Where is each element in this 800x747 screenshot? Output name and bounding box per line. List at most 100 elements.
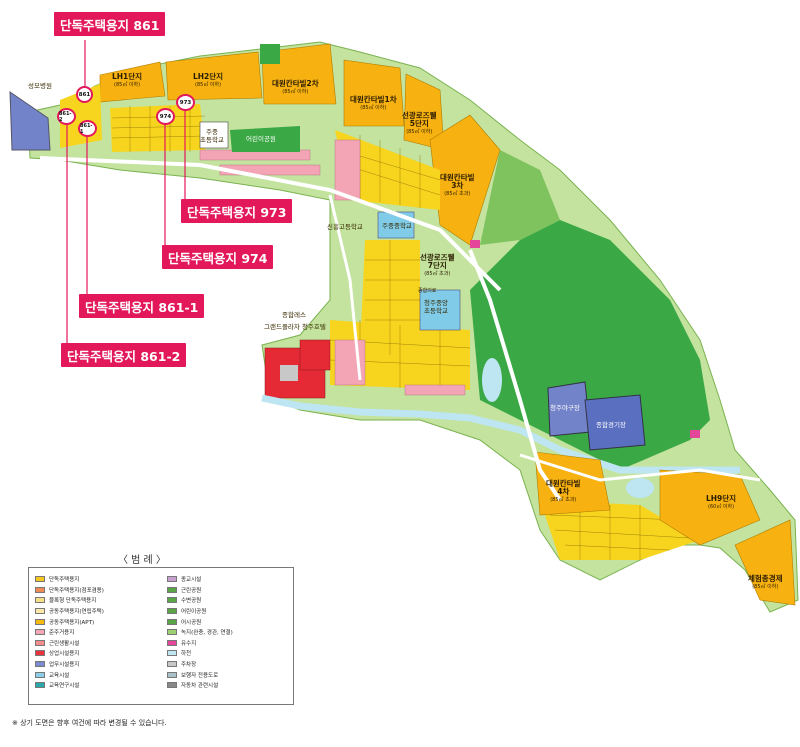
legend-label: 단독주택용지 (49, 577, 80, 584)
legend-item: 준주거용지 (35, 627, 104, 638)
apt-lh2 (165, 51, 263, 101)
label-highschool: 신흥고등학교 (327, 223, 363, 231)
legend-swatch (35, 586, 45, 593)
roads (39, 156, 761, 502)
pin-861-2[interactable]: 861-2 (57, 108, 76, 125)
store-housing (199, 139, 571, 501)
legend-label: 공동주택용지(APT) (49, 619, 95, 626)
legend-swatch (35, 618, 45, 625)
legend-label: 업무시설용지 (49, 662, 80, 669)
label-hotel-2: 그랜드플라자 청주호텔 (264, 323, 326, 331)
callout-lot-974[interactable]: 단독주택용지 974 (162, 245, 274, 269)
legend-label: 종교시설 (181, 577, 202, 584)
legend-item: 자동차 관련시설 (167, 680, 233, 691)
legend-swatch (35, 682, 45, 689)
school-elem-1 (199, 121, 229, 149)
legend-swatch (35, 639, 45, 646)
legend-item: 단독주택용지(점포겸용) (35, 585, 104, 596)
legend-item: 보행자 전용도로 (167, 669, 233, 680)
legend-swatch (35, 629, 45, 636)
central-park (470, 220, 710, 470)
pin-leaders (66, 40, 186, 346)
legend-item: 블록형 단독주택용지 (35, 595, 104, 606)
legend-swatch (167, 597, 177, 604)
detention-2 (690, 430, 700, 438)
legend-item: 수변공원 (167, 595, 233, 606)
legend-item: 공동주택용지(APT) (35, 616, 104, 627)
children-park (230, 126, 300, 152)
school-elem-2 (419, 289, 461, 331)
north-small-park (260, 44, 280, 64)
pin-861-1[interactable]: 861-1 (78, 120, 97, 137)
legend-label: 어시공원 (181, 619, 202, 626)
legend-item: 교육연구시설 (35, 680, 104, 691)
legend-item: 단독주택용지 (35, 574, 104, 585)
legend-item: 유수지 (167, 638, 233, 649)
legend-item: 공동주택용지(연립주택) (35, 606, 104, 617)
legend-label: 자동차 관련시설 (181, 683, 219, 690)
legend-swatch (167, 661, 177, 668)
legend-label: 상업시설용지 (49, 651, 80, 658)
legend-swatch (167, 671, 177, 678)
label-lh1: LH1단지(85㎡ 이하) (112, 72, 143, 89)
pin-974[interactable]: 974 (156, 108, 175, 125)
legend-label: 근린생활시설 (49, 640, 80, 647)
callout-lot-861[interactable]: 단독주택용지 861 (54, 12, 166, 36)
legend-label: 녹지(완충, 경관, 연결) (181, 630, 233, 637)
label-daewon2: 대원칸타빌2차(85㎡ 이하) (272, 79, 319, 96)
legend-label: 주차장 (181, 662, 197, 669)
label-complex: 종합의료 (418, 288, 437, 294)
legend-item: 어시공원 (167, 616, 233, 627)
legend-swatch (167, 639, 177, 646)
legend-swatch (35, 576, 45, 583)
legend-item: 주차장 (167, 659, 233, 670)
pin-861[interactable]: 861 (76, 86, 93, 103)
callout-lot-973[interactable]: 단독주택용지 973 (181, 199, 293, 223)
pond-1 (482, 358, 502, 402)
label-stadium-main: 종합경기장 (596, 421, 626, 429)
legend-swatch (167, 650, 177, 657)
legend-label: 보행자 전용도로 (181, 672, 219, 679)
callout-lot-861-1[interactable]: 단독주택용지 861-1 (79, 294, 205, 318)
single-housing-n (110, 104, 205, 152)
legend-label: 수변공원 (181, 598, 202, 605)
legend-item: 상업시설용지 (35, 648, 104, 659)
legend-label: 어린이공원 (181, 609, 207, 616)
legend-swatch (35, 597, 45, 604)
stadium-main (584, 394, 646, 451)
legend-swatch (167, 586, 177, 593)
label-hotel-1: 종합레스 (282, 311, 306, 319)
legend-label: 단독주택용지(점포겸용) (49, 587, 104, 594)
legend-label: 교육연구시설 (49, 683, 80, 690)
legend-item: 교육시설 (35, 669, 104, 680)
legend-swatch (35, 650, 45, 657)
label-daewon1: 대원칸타빌1차(85㎡ 이하) (350, 95, 397, 112)
legend-swatch (35, 671, 45, 678)
legend-item: 근린공원 (167, 585, 233, 596)
callout-lot-861-2[interactable]: 단독주택용지 861-2 (61, 343, 187, 367)
apt-daewon1 (343, 59, 405, 127)
label-middleschool: 주중중학교 (382, 222, 412, 230)
legend-swatch (35, 608, 45, 615)
legend-swatch (167, 608, 177, 615)
legend-item: 녹지(완충, 경관, 연결) (167, 627, 233, 638)
pin-973[interactable]: 973 (176, 94, 195, 111)
legend-swatch (167, 682, 177, 689)
parking-lot (280, 365, 298, 381)
legend-label: 준주거용지 (49, 630, 75, 637)
apt-daewon3 (429, 114, 501, 246)
detention-1 (470, 240, 480, 248)
legend-label: 하천 (181, 651, 192, 658)
legend-label: 교육시설 (49, 672, 70, 679)
footnote: ※ 상기 도면은 향후 여건에 따라 변경될 수 있습니다. (12, 719, 167, 727)
legend-item: 어린이공원 (167, 606, 233, 617)
east-park-strip (480, 150, 560, 245)
